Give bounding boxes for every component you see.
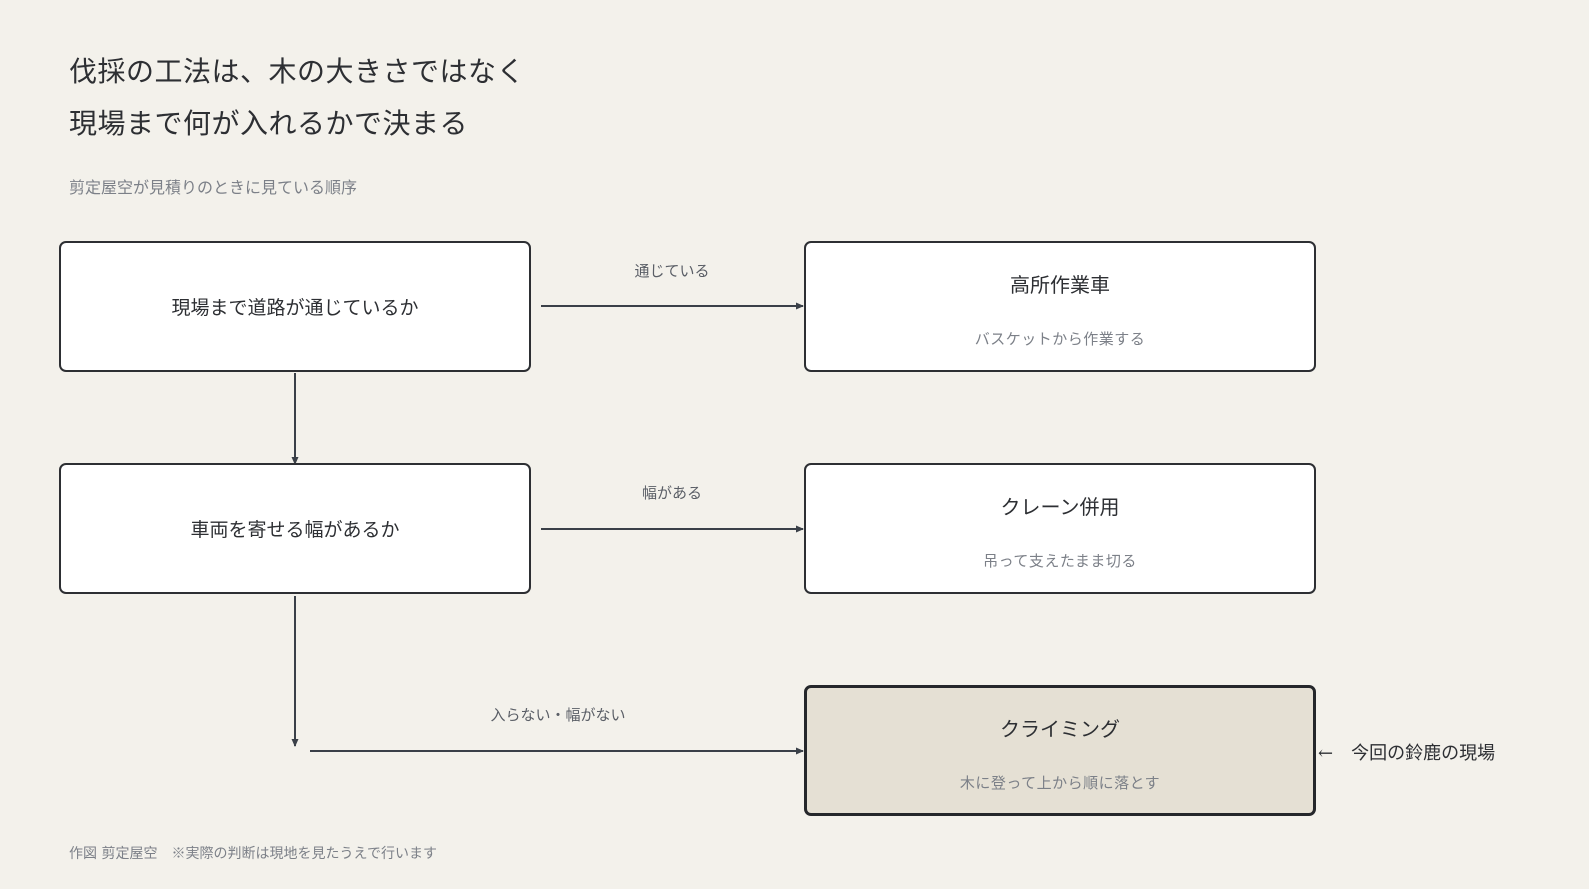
edge-label-no-access: 入らない・幅がない — [490, 706, 626, 724]
diagram-subtitle: 剪定屋空が見積りのときに見ている順序 — [69, 178, 358, 197]
question-road-access: 現場まで道路が通じているか — [59, 241, 531, 372]
question-vehicle-width-label: 車両を寄せる幅があるか — [190, 519, 400, 541]
result-aerial-desc: バスケットから作業する — [974, 329, 1146, 348]
footer-credit: 作図 剪定屋空 ※実際の判断は現地を見たうえで行います — [69, 846, 438, 862]
diagram-title: 伐採の工法は、木の大きさではなく 現場まで何が入れるかで決まる — [69, 46, 525, 150]
current-site-note: ← 今回の鈴鹿の現場 — [1318, 739, 1495, 765]
result-crane: クレーン併用 吊って支えたまま切る — [804, 463, 1316, 594]
question-vehicle-width: 車両を寄せる幅があるか — [59, 463, 531, 594]
result-climbing-title: クライミング — [1000, 716, 1120, 741]
question-road-access-label: 現場まで道路が通じているか — [171, 297, 419, 319]
result-crane-title: クレーン併用 — [1000, 494, 1120, 519]
result-aerial-title: 高所作業車 — [1010, 272, 1110, 297]
title-line-1: 伐採の工法は、木の大きさではなく — [69, 55, 526, 88]
edge-label-width-ok: 幅がある — [641, 484, 703, 502]
result-crane-desc: 吊って支えたまま切る — [983, 551, 1137, 570]
left-arrow-icon: ← — [1318, 743, 1334, 764]
result-aerial-work-platform: 高所作業車 バスケットから作業する — [804, 241, 1316, 372]
current-site-note-label: 今回の鈴鹿の現場 — [1351, 743, 1496, 764]
title-line-2: 現場まで何が入れるかで決まる — [69, 107, 469, 140]
result-climbing: クライミング 木に登って上から順に落とす — [804, 685, 1316, 816]
edge-label-road-ok: 通じている — [634, 262, 710, 280]
result-climbing-desc: 木に登って上から順に落とす — [959, 773, 1161, 792]
